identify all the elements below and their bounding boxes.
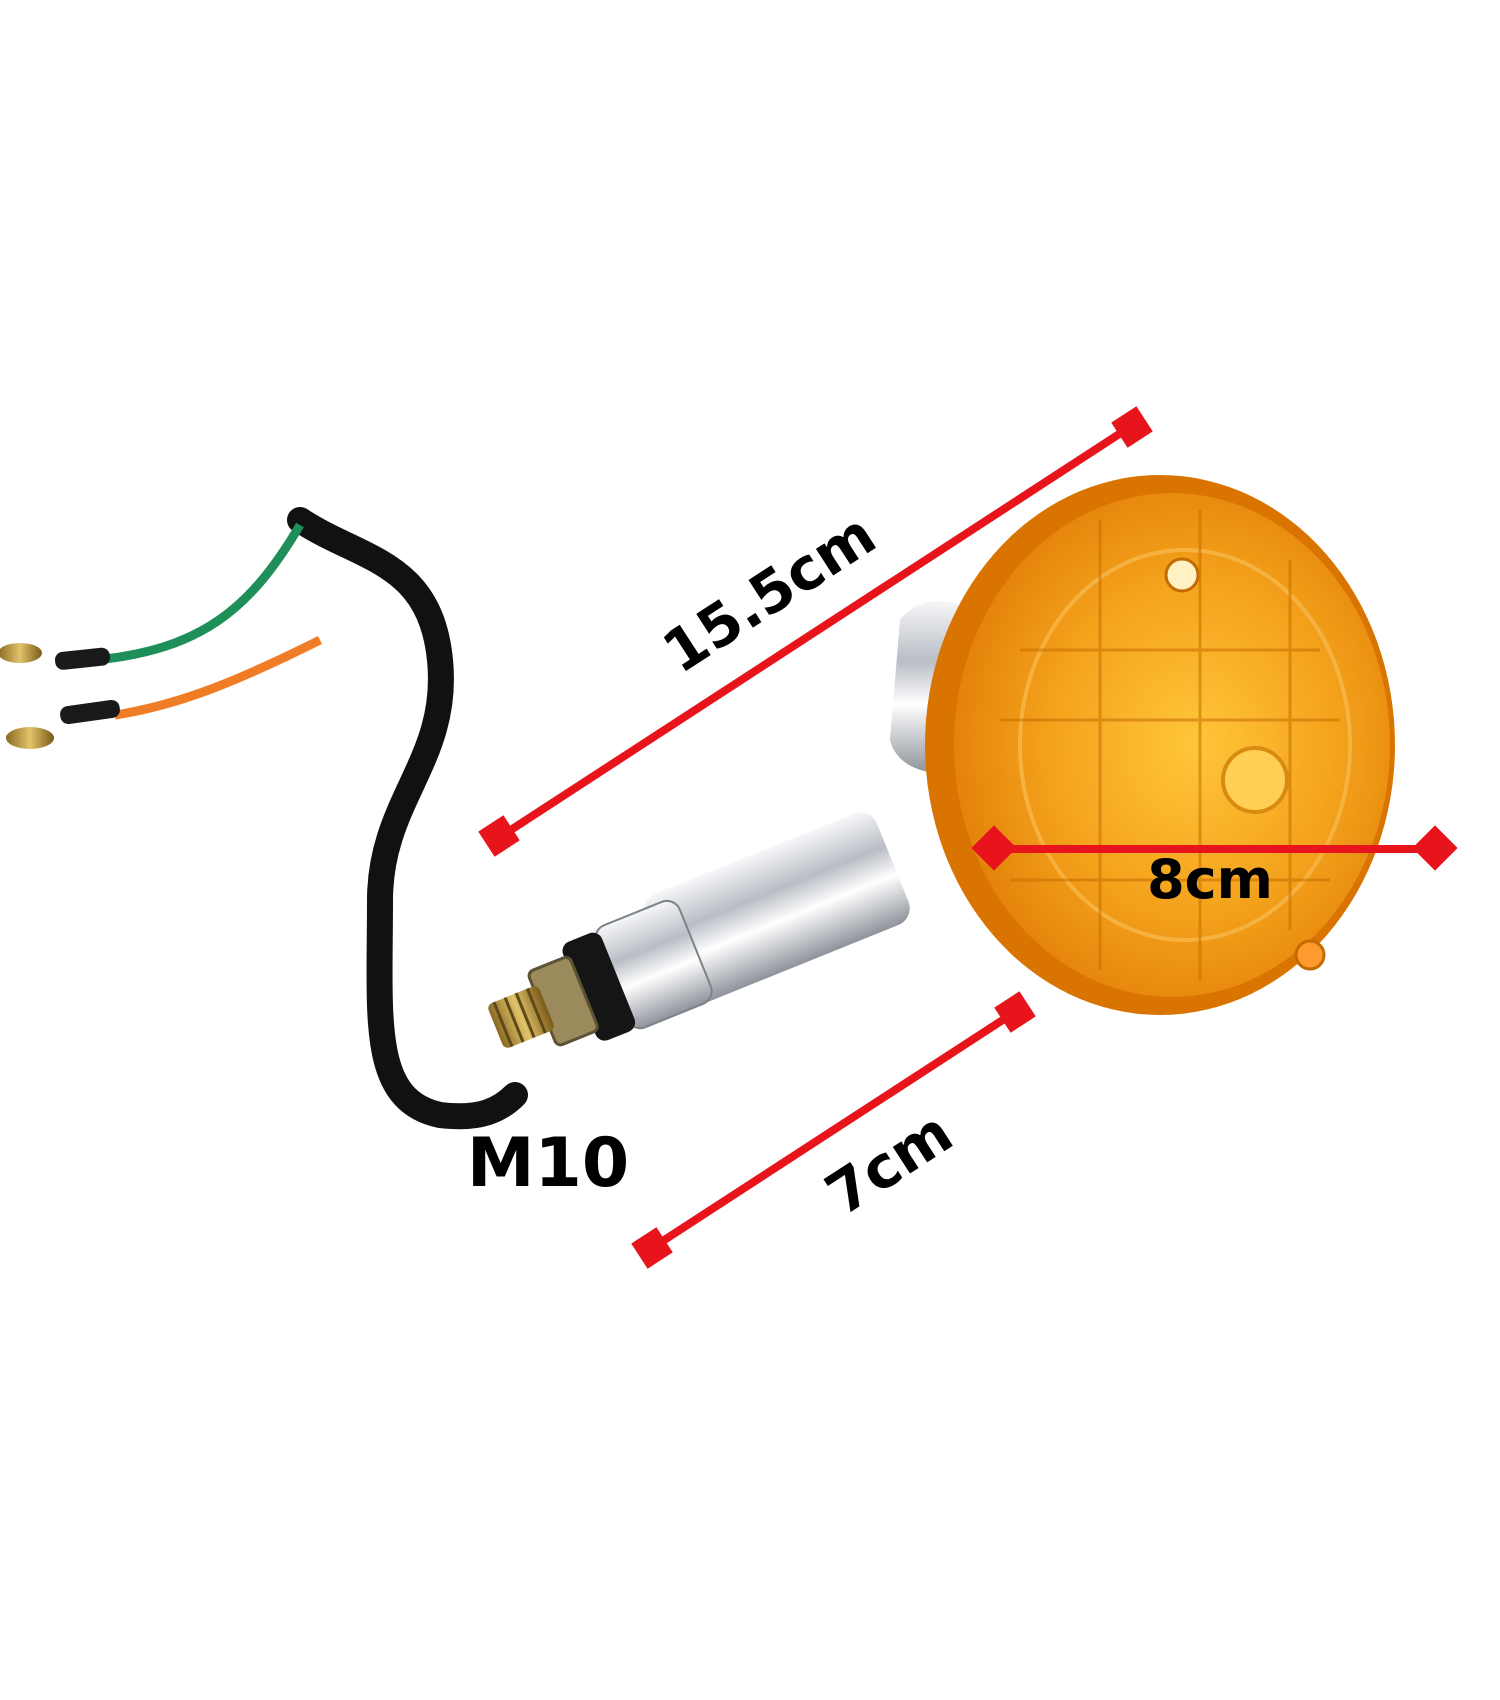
connector-pin-upper bbox=[0, 643, 42, 663]
black-cable bbox=[287, 507, 528, 1130]
dimension-line-diameter bbox=[971, 825, 1458, 871]
chrome-stem-outer bbox=[643, 812, 910, 1007]
lens-diameter-label: 8cm bbox=[1147, 848, 1273, 911]
lens-center-bulb bbox=[1221, 746, 1289, 814]
signal-housing bbox=[488, 601, 990, 1048]
wiring-harness bbox=[0, 507, 528, 1130]
orange-wire-sleeve bbox=[60, 699, 120, 725]
rubber-gasket bbox=[562, 932, 636, 1041]
thread-size-label: M10 bbox=[467, 1124, 629, 1203]
screw-hole-top bbox=[1164, 557, 1200, 593]
green-wire-sleeve bbox=[54, 647, 110, 670]
green-wire bbox=[94, 522, 304, 665]
stem-length-label: 7cm bbox=[814, 1098, 964, 1229]
dimension-line-length bbox=[478, 406, 1153, 857]
orange-wire bbox=[114, 635, 323, 720]
screw-hole-bottom bbox=[1294, 939, 1326, 971]
connector-pin-lower bbox=[6, 727, 54, 749]
amber-lens bbox=[925, 475, 1395, 1015]
dimension-line-stem bbox=[631, 991, 1036, 1269]
